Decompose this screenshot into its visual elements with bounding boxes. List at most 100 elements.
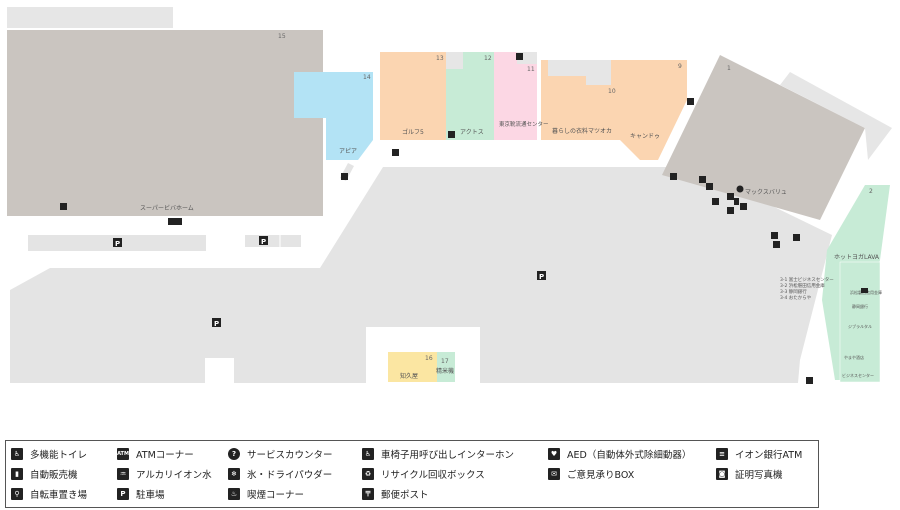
main-parking-lot bbox=[10, 167, 832, 383]
store-name: 精米機 bbox=[436, 367, 454, 375]
legend-item-feedback: ✉ ご意見承りBOX bbox=[548, 466, 634, 482]
atm-icon bbox=[670, 173, 677, 180]
recycle-box-icon: ♻ bbox=[362, 468, 374, 480]
store-number: 16 bbox=[425, 355, 433, 362]
post-box-icon bbox=[727, 207, 734, 214]
legend-label: リサイクル回収ボックス bbox=[381, 470, 485, 481]
service-counter-icon: ? bbox=[228, 448, 240, 460]
feedback-box-icon: ✉ bbox=[548, 468, 560, 480]
bicycle-parking-icon: ⚲ bbox=[11, 488, 23, 500]
legend-label: 自転車置き場 bbox=[30, 490, 88, 501]
legend-label: ATMコーナー bbox=[136, 450, 194, 461]
legend-item-recycle: ♻ リサイクル回収ボックス bbox=[362, 466, 485, 482]
smoking-corner-icon bbox=[773, 241, 780, 248]
aed-icon bbox=[448, 131, 455, 138]
legend-item-wheelchair: ♿車椅子用呼び出しインターホン bbox=[362, 446, 514, 462]
legend-label: AED（自動体外式除細動器） bbox=[567, 450, 692, 461]
store-block-17 bbox=[437, 352, 455, 382]
vending-machine-icon bbox=[168, 218, 175, 225]
toilet-icon bbox=[60, 203, 67, 210]
legend-label: 自動販売機 bbox=[30, 470, 78, 481]
recycle-box-icon bbox=[771, 232, 778, 239]
legend-label: 氷・ドライパウダー bbox=[247, 470, 333, 481]
legend-label: サービスカウンター bbox=[247, 450, 333, 461]
store-name: アピア bbox=[339, 148, 357, 155]
store-block-14 bbox=[294, 72, 373, 160]
legend-label: 多機能トイレ bbox=[30, 450, 88, 461]
legend-item-post: 〒郵便ポスト bbox=[362, 486, 429, 502]
top-annex-block bbox=[7, 7, 173, 28]
annex-list-item: 3-3 静岡銀行 bbox=[780, 288, 807, 295]
legend-item-alkaline: ♒アルカリイオン水 bbox=[117, 466, 212, 482]
legend-item-ice: ❄ 氷・ドライパウダー bbox=[228, 466, 332, 482]
store-number: 12 bbox=[484, 55, 492, 62]
svg-text:P: P bbox=[539, 273, 544, 281]
legend-item-vending: ▮自動販売機 bbox=[11, 466, 78, 482]
floor-map: 15 14 13 12 11 10 9 1 2 16 17 スーパービバホーム … bbox=[7, 7, 892, 384]
store-block-1 bbox=[662, 55, 865, 220]
legend-item-toilet: ♿多機能トイレ bbox=[11, 446, 87, 462]
legend-item-bicycle: ⚲ 自転車置き場 bbox=[11, 486, 87, 502]
legend-label: 郵便ポスト bbox=[381, 490, 429, 501]
legend-label: 駐車場 bbox=[136, 490, 165, 501]
annex-unit: やまや酒店 bbox=[844, 354, 864, 360]
annex-unit: 静岡銀行 bbox=[852, 303, 868, 309]
parking-strip-mid bbox=[245, 235, 301, 247]
toilet-icon bbox=[793, 234, 800, 241]
legend-item-smoking: ♨ 喫煙コーナー bbox=[228, 486, 304, 502]
wheelchair-call-icon: ♿ bbox=[362, 448, 374, 460]
store-block-11 bbox=[494, 52, 537, 140]
parking-icon: P bbox=[113, 238, 122, 248]
parking-icon: P bbox=[259, 236, 268, 246]
atm-icon: ATM bbox=[117, 448, 129, 460]
store-name: キャンドゥ bbox=[630, 133, 660, 140]
store-number: 13 bbox=[436, 55, 444, 62]
store-number: 2 bbox=[869, 188, 873, 195]
aed-icon bbox=[727, 193, 734, 200]
svg-text:P: P bbox=[214, 320, 219, 328]
annex-unit: ビジネスセンター bbox=[842, 372, 874, 378]
ice-dry-powder-icon bbox=[712, 198, 719, 205]
store-number: 1 bbox=[727, 65, 731, 72]
annex-block bbox=[839, 261, 881, 383]
aeon-atm-icon bbox=[861, 288, 868, 293]
parking-icon: P bbox=[212, 318, 221, 328]
store-1-annex bbox=[780, 72, 892, 160]
legend-label: ご意見承りBOX bbox=[567, 470, 635, 481]
aeon-atm-icon bbox=[740, 203, 747, 210]
aeon-atm-icon bbox=[687, 98, 694, 105]
store-number: 10 bbox=[608, 88, 616, 95]
legend-label: 喫煙コーナー bbox=[247, 490, 305, 501]
toilet-icon bbox=[341, 173, 348, 180]
legend-item-aeon_atm: ≡イオン銀行ATM bbox=[716, 446, 802, 462]
legend-item-service: ? サービスカウンター bbox=[228, 446, 333, 462]
store-number: 11 bbox=[527, 66, 535, 73]
parking-icon: P bbox=[537, 271, 546, 281]
svg-text:P: P bbox=[115, 240, 120, 248]
annex-unit: ジブラルタル bbox=[848, 323, 872, 329]
store-name: 暮らしの衣料マツオカ bbox=[552, 127, 612, 135]
legend-label: 証明写真機 bbox=[735, 470, 783, 481]
atm-icon bbox=[175, 218, 182, 225]
alkaline-water-icon bbox=[516, 53, 523, 60]
store-name: 東京靴流通センター bbox=[499, 120, 549, 128]
wheelchair-call-icon bbox=[699, 176, 706, 183]
store-number: 9 bbox=[678, 63, 682, 70]
id-photo-icon: ◙ bbox=[716, 468, 728, 480]
svg-text:P: P bbox=[261, 238, 266, 246]
legend-label: イオン銀行ATM bbox=[735, 450, 803, 461]
legend-item-atm: ATM ATMコーナー bbox=[117, 446, 194, 462]
service-counter-icon bbox=[736, 185, 744, 193]
store-block-13 bbox=[380, 52, 446, 140]
annex-list-item: 3-1 富士ビジネスセンター bbox=[780, 276, 834, 283]
smoking-corner-icon: ♨ bbox=[228, 488, 240, 500]
recycle-box-icon bbox=[392, 149, 399, 156]
ice-dry-powder-icon: ❄ bbox=[228, 468, 240, 480]
aed-icon: ♥ bbox=[548, 448, 560, 460]
store-number: 17 bbox=[441, 358, 449, 365]
legend-label: アルカリイオン水 bbox=[136, 470, 212, 481]
alkaline-water-icon bbox=[706, 183, 713, 190]
store-name: 知久屋 bbox=[400, 372, 418, 380]
